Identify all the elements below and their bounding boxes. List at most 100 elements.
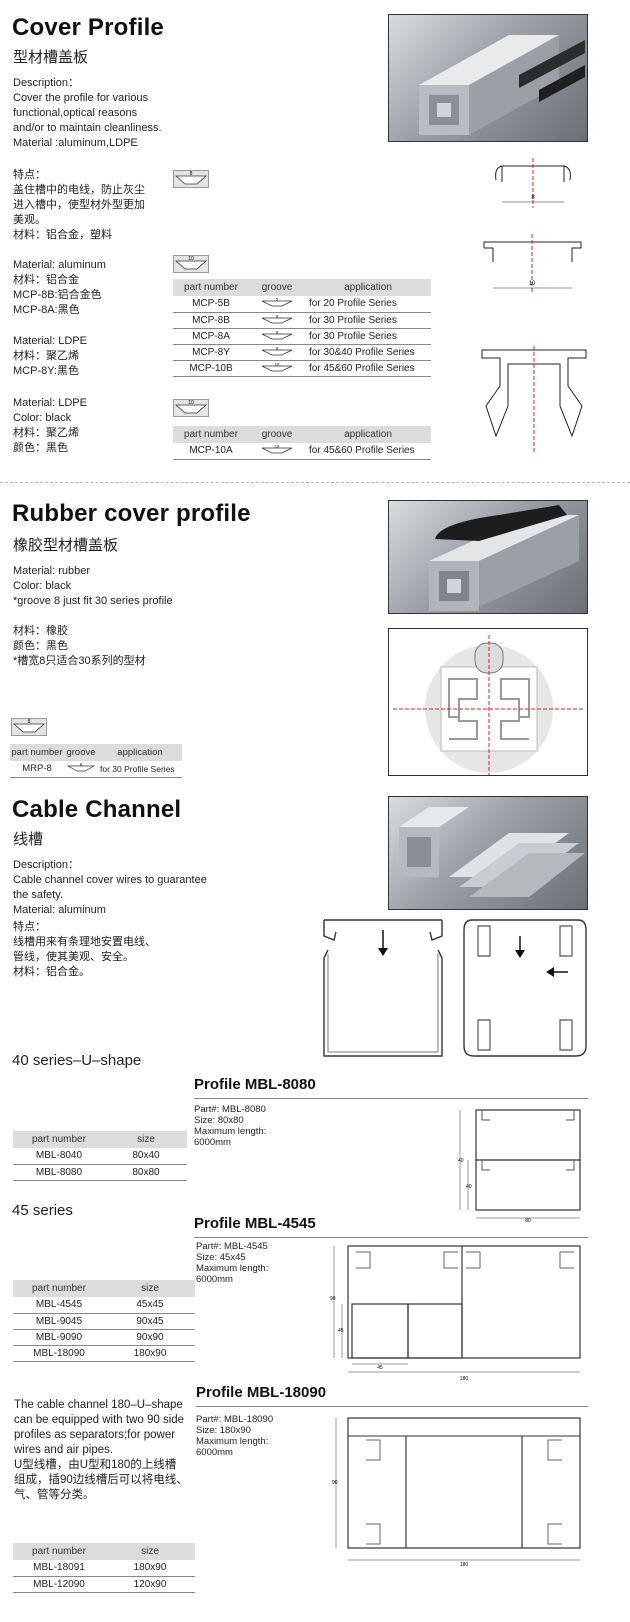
cable-180-note: The cable channel 180–U–shape can be equ…: [14, 1399, 185, 1456]
cover-material-aluminum: Material: aluminum 材料：铝合金 MCP-8B:铝合金色 MC…: [13, 259, 106, 316]
cable-channel-image: [399, 807, 585, 897]
cover-profile-photo: [388, 14, 588, 142]
cover-title: Cover Profile: [12, 14, 164, 41]
cable-channel-photo: [388, 796, 588, 910]
svg-text:5: 5: [276, 297, 279, 302]
profile-18090-title: Profile MBL-18090: [196, 1384, 327, 1401]
groove-8-icon: 8: [11, 718, 47, 736]
svg-text:45: 45: [377, 1365, 383, 1371]
rubber-description: Material: rubber Color: black *groove 8 …: [13, 565, 173, 607]
svg-text:45: 45: [338, 1328, 344, 1334]
svg-text:180: 180: [460, 1562, 469, 1568]
svg-text:8: 8: [276, 314, 279, 319]
cable-u-drawing: [323, 919, 443, 1057]
table-header: part number groove application: [173, 279, 431, 296]
rubber-profile-photo: [388, 500, 588, 614]
groove-icon: 8: [64, 761, 98, 778]
svg-text:8: 8: [28, 719, 31, 725]
cover-ldpe-drawing: [481, 346, 587, 454]
cover-description-cn: 特点： 盖住槽中的电线，防止灰尘 进入槽中，使型材外型更加 美观。 材料：铝合金…: [13, 169, 145, 241]
svg-text:10: 10: [188, 256, 194, 262]
series-40-label: 40 series–U–shape: [12, 1052, 142, 1069]
profile-8080-info: Part#: MBL-8080 Size: 80x80 Maximum leng…: [194, 1104, 267, 1148]
groove-icon: 10: [249, 443, 305, 460]
svg-text:8: 8: [190, 171, 193, 177]
profile-4545-drawing: 180 45 90 45: [330, 1245, 581, 1382]
svg-text:8: 8: [531, 195, 535, 201]
groove-10-icon: 10: [173, 255, 209, 273]
cable-180-note-cn: U型线槽，由U型和180的上线槽 组成，插90边线槽后可以将电线、 气、管等分类…: [14, 1459, 188, 1501]
groove-icon: 8: [249, 312, 305, 329]
cable-title-cn: 线槽: [13, 831, 44, 848]
rubber-title-cn: 橡胶型材槽盖板: [13, 537, 119, 554]
aluminum-profile-image: [419, 35, 585, 135]
svg-text:8: 8: [80, 762, 83, 767]
profile-8080-rule: [194, 1098, 588, 1099]
cover-10-drawing: 10: [483, 234, 582, 294]
svg-text:40: 40: [458, 1158, 464, 1164]
svg-text:8: 8: [276, 346, 279, 351]
svg-text:40: 40: [466, 1184, 472, 1190]
cover-material-ldpe: Material: LDPE 材料：聚乙烯 MCP-8Y:黑色: [13, 335, 87, 377]
rubber-profile-drawing: [388, 628, 588, 776]
svg-text:80: 80: [525, 1218, 531, 1224]
svg-text:10: 10: [275, 444, 280, 449]
series-45-label: 45 series: [12, 1202, 73, 1219]
rubber-description-cn: 材料：橡胶 颜色：黑色 *槽宽8只适合30系列的型材: [13, 625, 146, 667]
groove-10-icon: 10: [173, 399, 209, 417]
svg-text:10: 10: [188, 400, 194, 406]
profile-8080-drawing: 80 40 40: [458, 1109, 581, 1224]
profile-4545-info: Part#: MBL-4545 Size: 45x45 Maximum leng…: [196, 1241, 269, 1285]
cable-double-drawing: [463, 919, 587, 1057]
profile-18090-info: Part#: MBL-18090 Size: 180x90 Maximum le…: [196, 1414, 274, 1458]
svg-text:90: 90: [330, 1296, 336, 1302]
cover-8-drawing: 8: [495, 158, 571, 208]
groove-icon: 8: [249, 328, 305, 345]
rubber-profile-image: [429, 505, 579, 611]
cable-description-cn: 特点： 线槽用来有条理地安置电线、 管线，使其美观、安全。 材料：铝合金。: [13, 921, 156, 978]
rubber-section-image: [393, 635, 585, 775]
svg-text:8: 8: [276, 330, 279, 335]
groove-icon: 5: [249, 296, 305, 313]
svg-text:180: 180: [460, 1376, 469, 1382]
svg-text:10: 10: [529, 281, 536, 287]
cover-description: Description： Cover the profile for vario…: [13, 77, 162, 149]
profile-18090-rule: [196, 1406, 588, 1407]
cover-material-ldpe-black: Material: LDPE Color: black 材料：聚乙烯 颜色：黑色: [13, 397, 87, 454]
svg-text:10: 10: [275, 362, 280, 367]
cable-description: Description： Cable channel cover wires t…: [13, 859, 207, 916]
table-header: part number groove application: [10, 744, 182, 761]
profile-4545-rule: [194, 1237, 588, 1238]
profile-8080-title: Profile MBL-8080: [194, 1076, 316, 1093]
svg-text:90: 90: [332, 1480, 338, 1486]
profile-4545-title: Profile MBL-4545: [194, 1215, 316, 1232]
groove-icon: 10: [249, 360, 305, 377]
cover-title-cn: 型材槽盖板: [13, 49, 89, 66]
cable-title: Cable Channel: [12, 796, 182, 823]
rubber-title: Rubber cover profile: [12, 500, 251, 527]
groove-8-icon: 8: [173, 170, 209, 188]
